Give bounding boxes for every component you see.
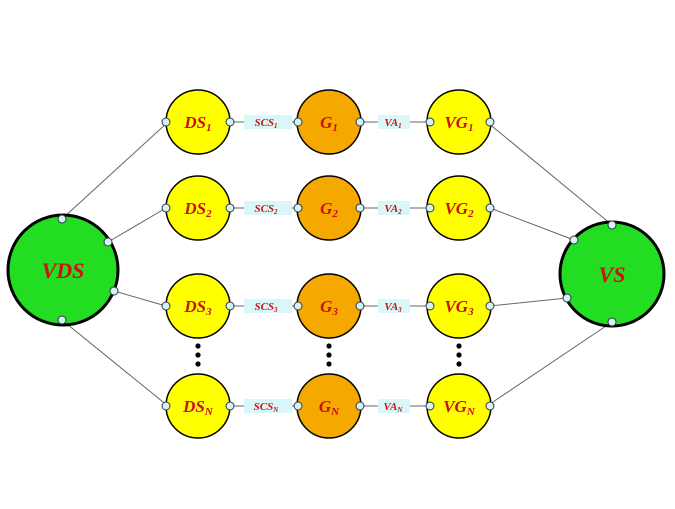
- connector-ports: [57, 117, 617, 411]
- node-ds-3-label: DS3: [183, 297, 212, 318]
- edge-va-n-label: VAN: [384, 401, 404, 414]
- node-g-1-label: G1: [320, 113, 338, 134]
- ellipsis-group: [195, 343, 462, 367]
- node-ds-n-label: DSN: [182, 397, 214, 418]
- edge-va-3: [378, 299, 410, 313]
- edge-scs-2-label: SCS2: [254, 203, 278, 216]
- row-2: DS2 SCS2 G2 VA2 VG2: [165, 175, 492, 241]
- node-vg-n-label: VGN: [443, 397, 476, 418]
- edge-va-1: [378, 115, 410, 129]
- row-1: DS1 SCS1 G1 VA1 VG1: [165, 89, 492, 155]
- edge-scs-3: [244, 299, 292, 313]
- node-vg-3-label: VG3: [444, 297, 474, 318]
- edge-va-2-label: VA2: [384, 203, 402, 216]
- node-g-n-label: GN: [319, 397, 340, 418]
- edge-va-1-label: VA1: [384, 117, 401, 130]
- hub-vs-label: VS: [599, 262, 626, 287]
- node-g-2-label: G2: [320, 199, 338, 220]
- edge-scs-1-label: SCS1: [254, 117, 277, 130]
- edge-scs-n: [244, 399, 292, 413]
- edge-va-3-label: VA3: [384, 301, 402, 314]
- edge-scs-n-label: SCSN: [254, 401, 280, 414]
- edge-scs-1: [244, 115, 292, 129]
- edge-va-n: [378, 399, 410, 413]
- row-n: DSN SCSN GN VAN VGN: [165, 373, 492, 439]
- node-ds-2-label: DS2: [183, 199, 212, 220]
- node-vg-2-label: VG2: [444, 199, 474, 220]
- edge-scs-2: [244, 201, 292, 215]
- node-ds-1-label: DS1: [183, 113, 211, 134]
- node-g-3-label: G3: [320, 297, 338, 318]
- node-vg-1-label: VG1: [444, 113, 473, 134]
- hub-vds: VDS: [6, 213, 120, 327]
- right-hub-links: [486, 121, 613, 407]
- left-hub-links: [61, 121, 169, 407]
- edge-scs-3-label: SCS3: [254, 301, 278, 314]
- edge-va-2: [378, 201, 410, 215]
- hub-vds-label: VDS: [42, 258, 85, 283]
- row-3: DS3 SCS3 G3 VA3 VG3: [165, 273, 492, 339]
